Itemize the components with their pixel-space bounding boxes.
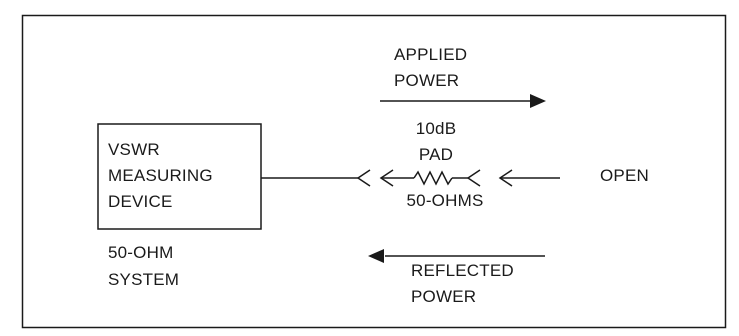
resistor-zigzag — [413, 170, 453, 186]
connector-right — [466, 169, 481, 187]
device-label-line1: VSWR — [108, 140, 160, 159]
reflected-power-label-line1: REFLECTED — [411, 261, 514, 280]
device-label-line3: DEVICE — [108, 192, 173, 211]
system-label-line1: 50-OHM — [108, 243, 174, 262]
applied-power-arrow-head — [530, 94, 546, 108]
device-label-line2: MEASURING — [108, 166, 213, 185]
applied-power-label-line2: POWER — [394, 71, 460, 90]
device-box — [97, 123, 262, 230]
open-label: OPEN — [600, 166, 649, 185]
resistor-label: 50-OHMS — [406, 191, 484, 210]
connector-left — [356, 169, 371, 187]
pad-label-line2: PAD — [418, 145, 454, 164]
reflected-power-label-line2: POWER — [411, 287, 477, 306]
outer-frame — [21, 14, 727, 329]
reflected-power-arrow-head — [368, 249, 384, 263]
applied-power-label-line1: APPLIED — [394, 45, 468, 64]
system-label-line2: SYSTEM — [108, 270, 180, 289]
pad-label-line1: 10dB — [415, 119, 457, 138]
